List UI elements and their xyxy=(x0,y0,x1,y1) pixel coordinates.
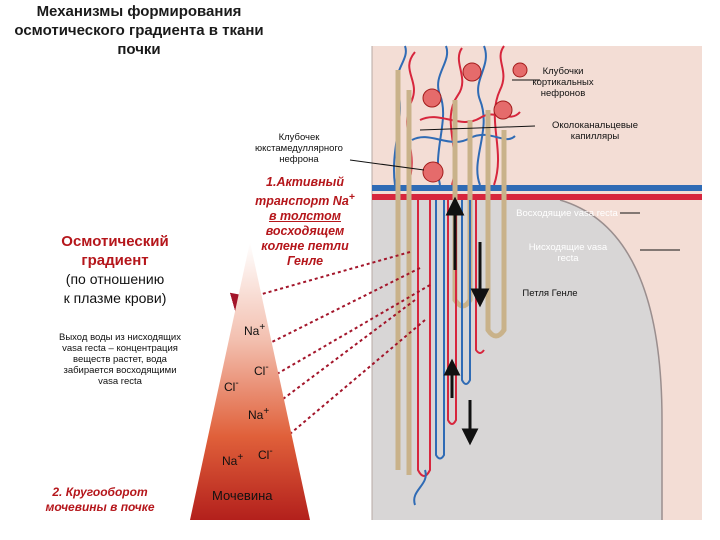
ion-na-1: Na+ xyxy=(244,322,266,338)
ion-cl-2: Cl- xyxy=(224,378,239,394)
label-descending-vasa-recta: Нисходящие vasa recta xyxy=(528,242,608,264)
water-exit-note: Выход воды из нисходящих vasa recta – ко… xyxy=(59,332,181,387)
ion-cl-1: Cl- xyxy=(254,362,269,378)
osmotic-gradient-pyramid xyxy=(190,242,310,520)
osmotic-gradient-heading: Осмотический градиент (по отношению к пл… xyxy=(61,233,169,306)
label-henle-loop: Петля Генле xyxy=(522,288,578,299)
label-juxtamedullary-glomerulus: Клубочек юкстамедуллярного нефрона xyxy=(255,132,343,165)
label-ascending-vasa-recta: Восходящие vasa recta xyxy=(516,208,618,219)
pointer-lines xyxy=(349,79,680,251)
transport-arrows xyxy=(229,251,431,473)
ion-na-3: Na+ xyxy=(222,452,244,468)
flow-arrows xyxy=(443,196,490,446)
vasa-recta xyxy=(413,200,485,506)
artery-horizontal xyxy=(372,194,702,200)
label-peritubular-capillaries: Околоканальцевые капилляры xyxy=(551,120,639,142)
active-transport-text: 1.Активный транспорт Na+ в толстом восхо… xyxy=(255,175,355,269)
label-cortical-glomeruli: Клубочки кортикальных нефронов xyxy=(532,66,594,99)
medulla-region xyxy=(372,200,662,520)
vein-horizontal xyxy=(372,185,702,191)
ion-na-2: Na+ xyxy=(248,406,270,422)
juxtamedullary-glomerulus xyxy=(422,161,444,183)
urea-label: Мочевина xyxy=(212,488,273,503)
cortical-glomeruli xyxy=(422,62,528,120)
page-title: Механизмы формирования осмотического гра… xyxy=(14,3,264,58)
urea-cycle-text: 2. Кругооборот мочевины в почке xyxy=(45,485,155,514)
ion-cl-3: Cl- xyxy=(258,446,273,462)
